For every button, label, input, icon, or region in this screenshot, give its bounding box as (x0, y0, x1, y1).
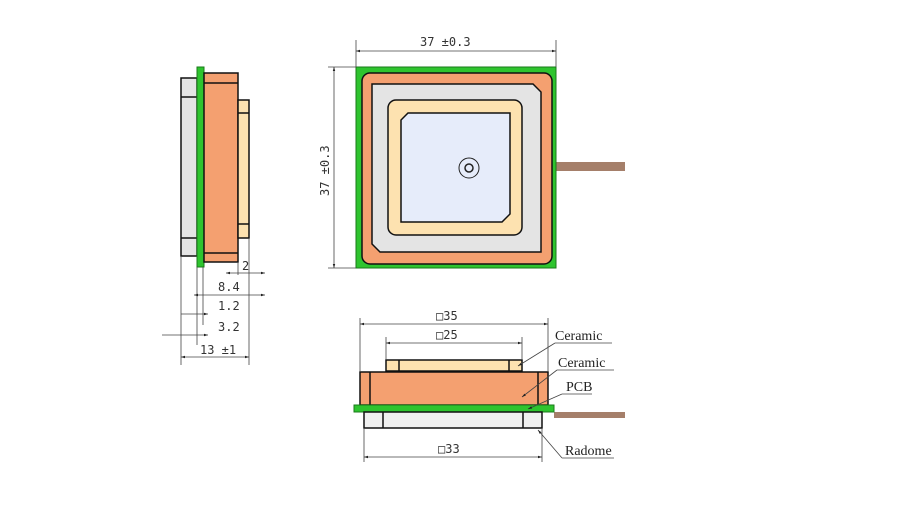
label-ceramic: Ceramic (558, 356, 605, 371)
side-pcb (196, 66, 205, 268)
dim-label: 1.2 (218, 299, 240, 313)
side-extension-lines (162, 238, 265, 365)
front-ceramic-top (385, 359, 523, 372)
side-ceramic (203, 72, 239, 263)
front-radome (363, 411, 543, 429)
label-radome: Radome (565, 444, 612, 459)
height-dimension: 37 ±0.3 (318, 145, 332, 196)
dim-label: 13 ±1 (200, 343, 236, 357)
front-cable (554, 412, 625, 418)
dim-label: 8.4 (218, 280, 240, 294)
dim-label-35: □35 (436, 309, 458, 323)
dim-label: 3.2 (218, 320, 240, 334)
top-patch-element (400, 112, 511, 223)
side-view: 2 8.4 1.2 3.2 13 ±1 (162, 66, 265, 365)
dim-label-25: □25 (436, 328, 458, 342)
dim-label: 2 (242, 259, 249, 273)
top-view: 37 ±0.3 37 ±0.3 (318, 35, 625, 269)
feed-point-inner (464, 163, 474, 173)
side-radome (180, 77, 198, 257)
front-dimension-lines (359, 318, 549, 462)
label-pcb: PCB (566, 380, 592, 395)
top-dimension-lines (328, 40, 557, 269)
callout-leaders (517, 342, 614, 459)
feed-point (458, 157, 480, 179)
label-ceramic-top: Ceramic (555, 329, 602, 344)
side-ceramic-top (237, 99, 250, 239)
width-dimension: 37 ±0.3 (420, 35, 471, 49)
front-view: □35 □25 □33 Ceramic Ceramic PCB Radome (353, 309, 625, 462)
dim-label-33: □33 (438, 442, 460, 456)
front-ceramic (359, 371, 549, 406)
cable (556, 162, 625, 171)
front-pcb (353, 404, 555, 413)
